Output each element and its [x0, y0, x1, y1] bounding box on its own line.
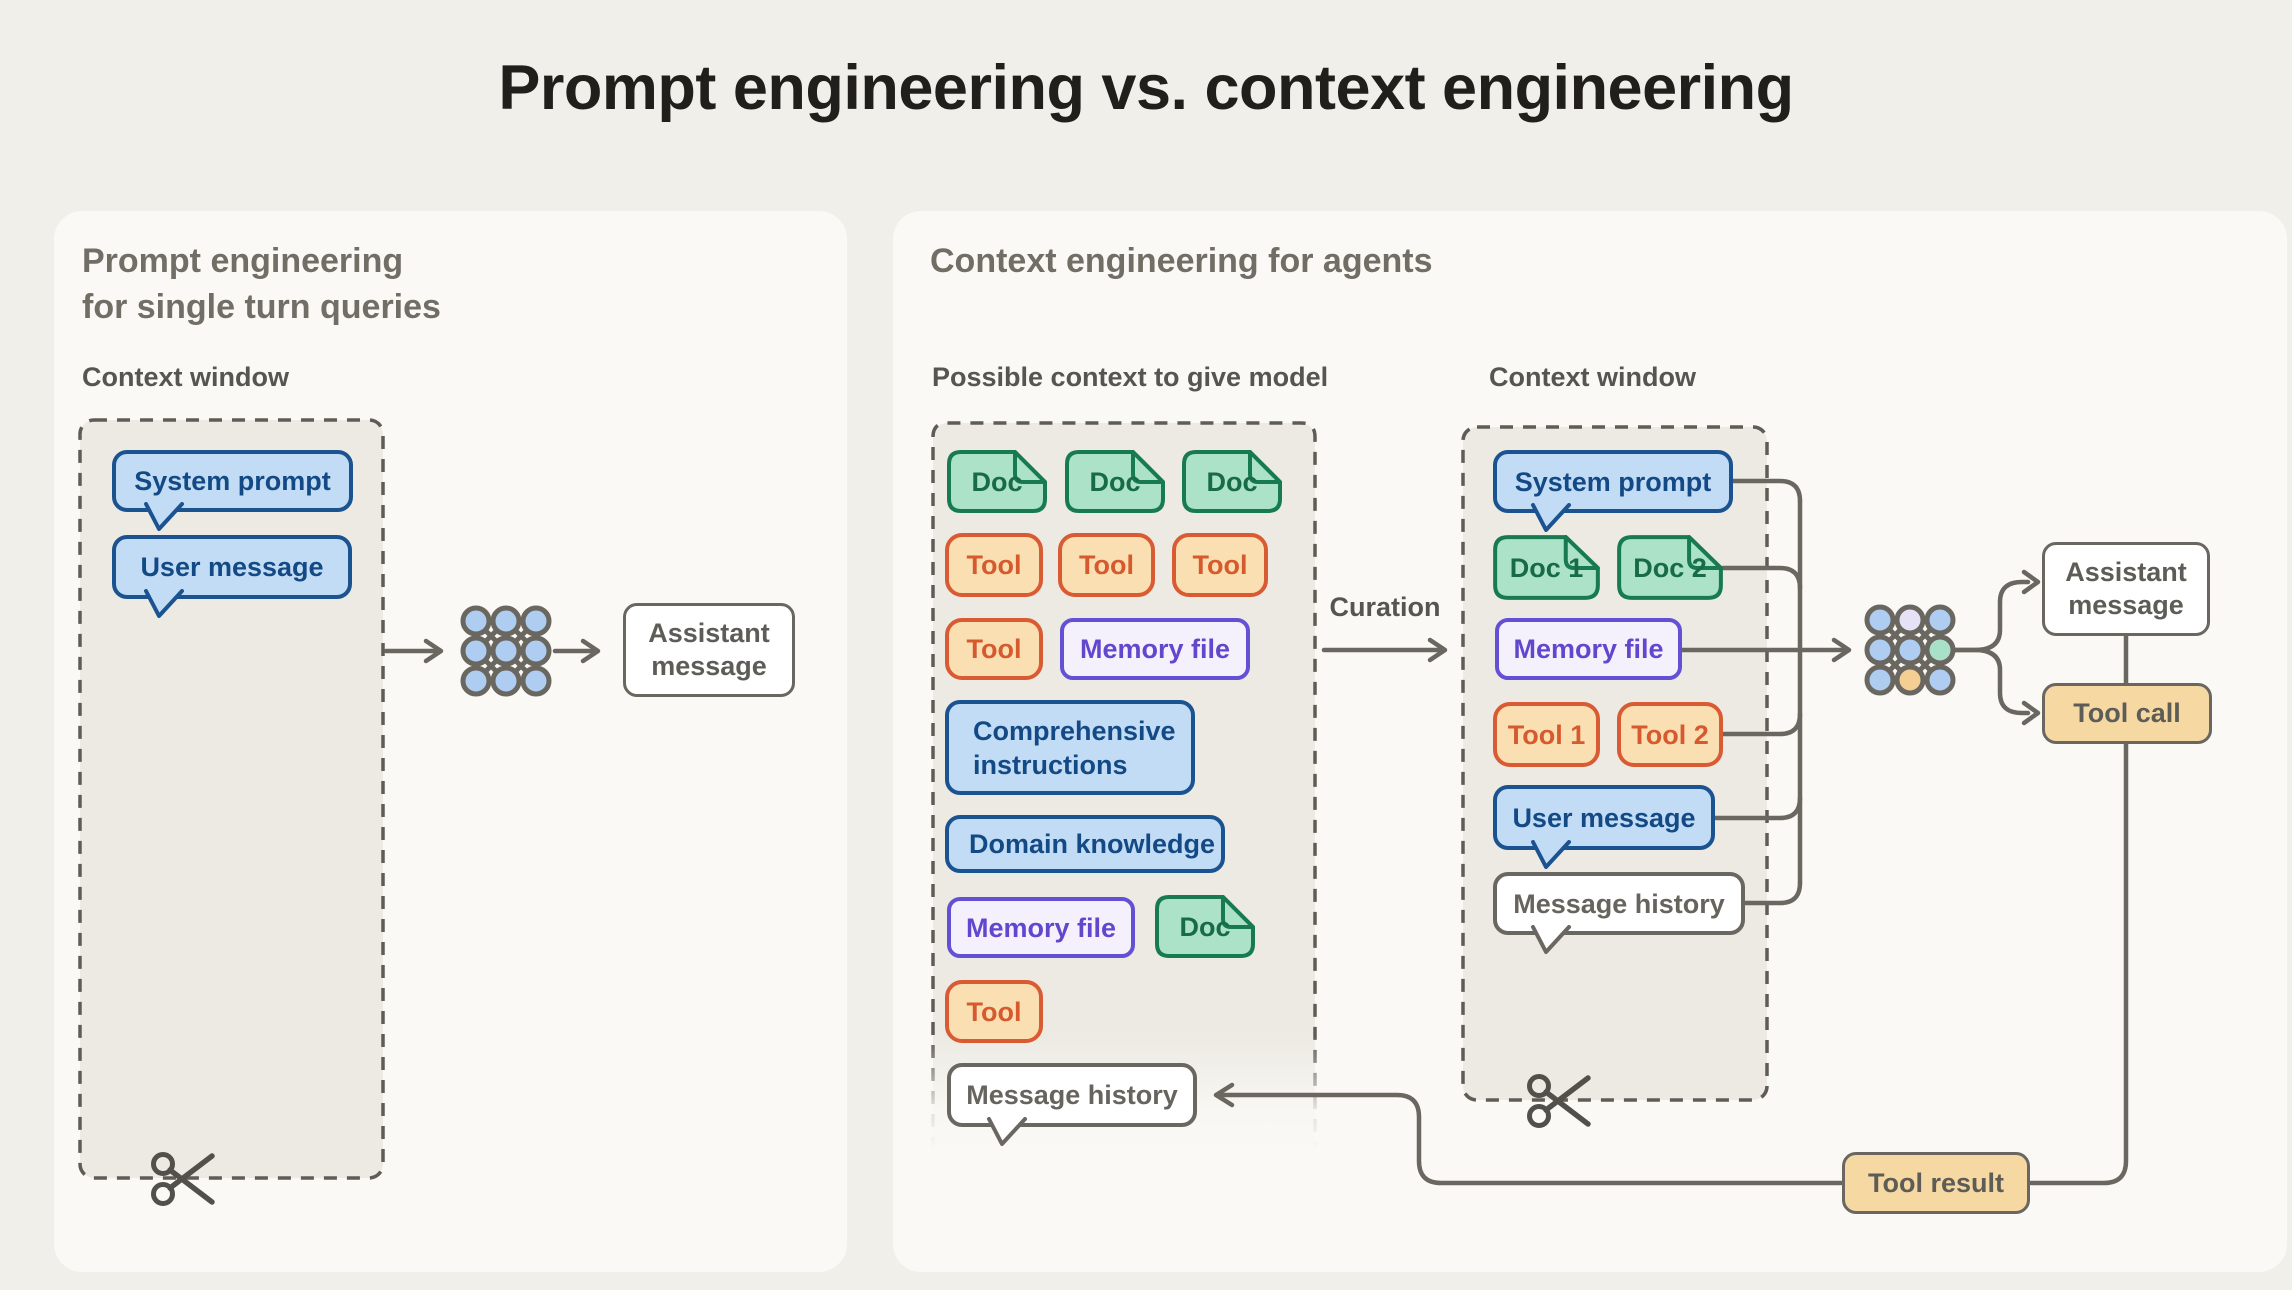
cw-chip-doc-2: Doc 2: [1617, 535, 1723, 600]
pc-chip-tool-4: Tool: [945, 618, 1043, 680]
pc-chip-doc-1: Doc: [947, 450, 1047, 513]
left-panel-heading: Prompt engineering for single turn queri…: [82, 242, 441, 326]
curation-label: Curation: [1329, 592, 1441, 622]
model-icon: [1864, 604, 1956, 696]
assistant-message-label: Assistant message: [648, 618, 770, 681]
cw-chip-message-history: Message history: [1493, 872, 1745, 954]
document-icon: [1065, 450, 1165, 513]
speech-tail-icon: [144, 589, 184, 618]
cw-chip-doc-1: Doc 1: [1493, 535, 1600, 600]
pc-chip-doc-2: Doc: [1065, 450, 1165, 513]
right-panel-heading: Context engineering for agents: [930, 242, 1433, 280]
document-icon: [1493, 535, 1600, 600]
pc-chip-message-history: Message history: [947, 1063, 1197, 1146]
speech-tail-icon: [144, 502, 184, 531]
document-icon: [947, 450, 1047, 513]
scissors-icon: [151, 1152, 215, 1206]
speech-tail-icon: [1531, 840, 1571, 869]
page-title: Prompt engineering vs. context engineeri…: [498, 53, 1794, 123]
document-icon: [1617, 535, 1723, 600]
document-icon: [1182, 450, 1282, 513]
cw-chip-system-prompt: System prompt: [1493, 450, 1733, 532]
pc-chip-doc-4: Doc: [1155, 895, 1255, 958]
pc-chip-tool-2: Tool: [1058, 533, 1155, 597]
speech-tail-icon: [1531, 503, 1571, 532]
pc-chip-tool-3: Tool: [1172, 533, 1268, 597]
model-icon: [460, 605, 552, 697]
cw-chip-tool-2: Tool 2: [1617, 702, 1723, 767]
speech-tail-icon: [987, 1117, 1027, 1146]
tool-result-label: Tool result: [1867, 1167, 2004, 1198]
cw-chip-memory-file: Memory file: [1495, 618, 1682, 680]
tool-result-box: Tool result: [1842, 1152, 2030, 1214]
pc-chip-memory-file-1: Memory file: [1060, 618, 1250, 680]
cw-chip-tool-1: Tool 1: [1493, 702, 1600, 767]
possible-context-label: Possible context to give model: [932, 362, 1329, 392]
right-assistant-message-box: Assistant message: [2042, 542, 2210, 636]
pc-chip-memory-file-2: Memory file: [947, 897, 1135, 958]
pc-chip-tool-5: Tool: [945, 980, 1043, 1043]
pc-chip-domain-knowledge: Domain knowledge: [945, 815, 1225, 873]
left-chip-user-message: User message: [112, 535, 352, 618]
pc-chip-comprehensive-instructions: Comprehensive instructions: [945, 700, 1195, 795]
left-assistant-message-box: Assistant message: [623, 603, 795, 697]
assistant-message-label: Assistant message: [2065, 557, 2187, 620]
document-icon: [1155, 895, 1255, 958]
speech-tail-icon: [1531, 925, 1571, 954]
tool-call-box: Tool call: [2042, 683, 2212, 744]
right-context-window-label: Context window: [1489, 362, 1696, 392]
tool-call-label: Tool call: [2073, 698, 2181, 728]
left-context-window-label: Context window: [82, 362, 289, 392]
cw-chip-user-message: User message: [1493, 785, 1715, 869]
pc-chip-tool-1: Tool: [945, 533, 1043, 597]
left-chip-system-prompt: System prompt: [112, 450, 353, 531]
scissors-icon: [1527, 1074, 1591, 1128]
pc-chip-doc-3: Doc: [1182, 450, 1282, 513]
